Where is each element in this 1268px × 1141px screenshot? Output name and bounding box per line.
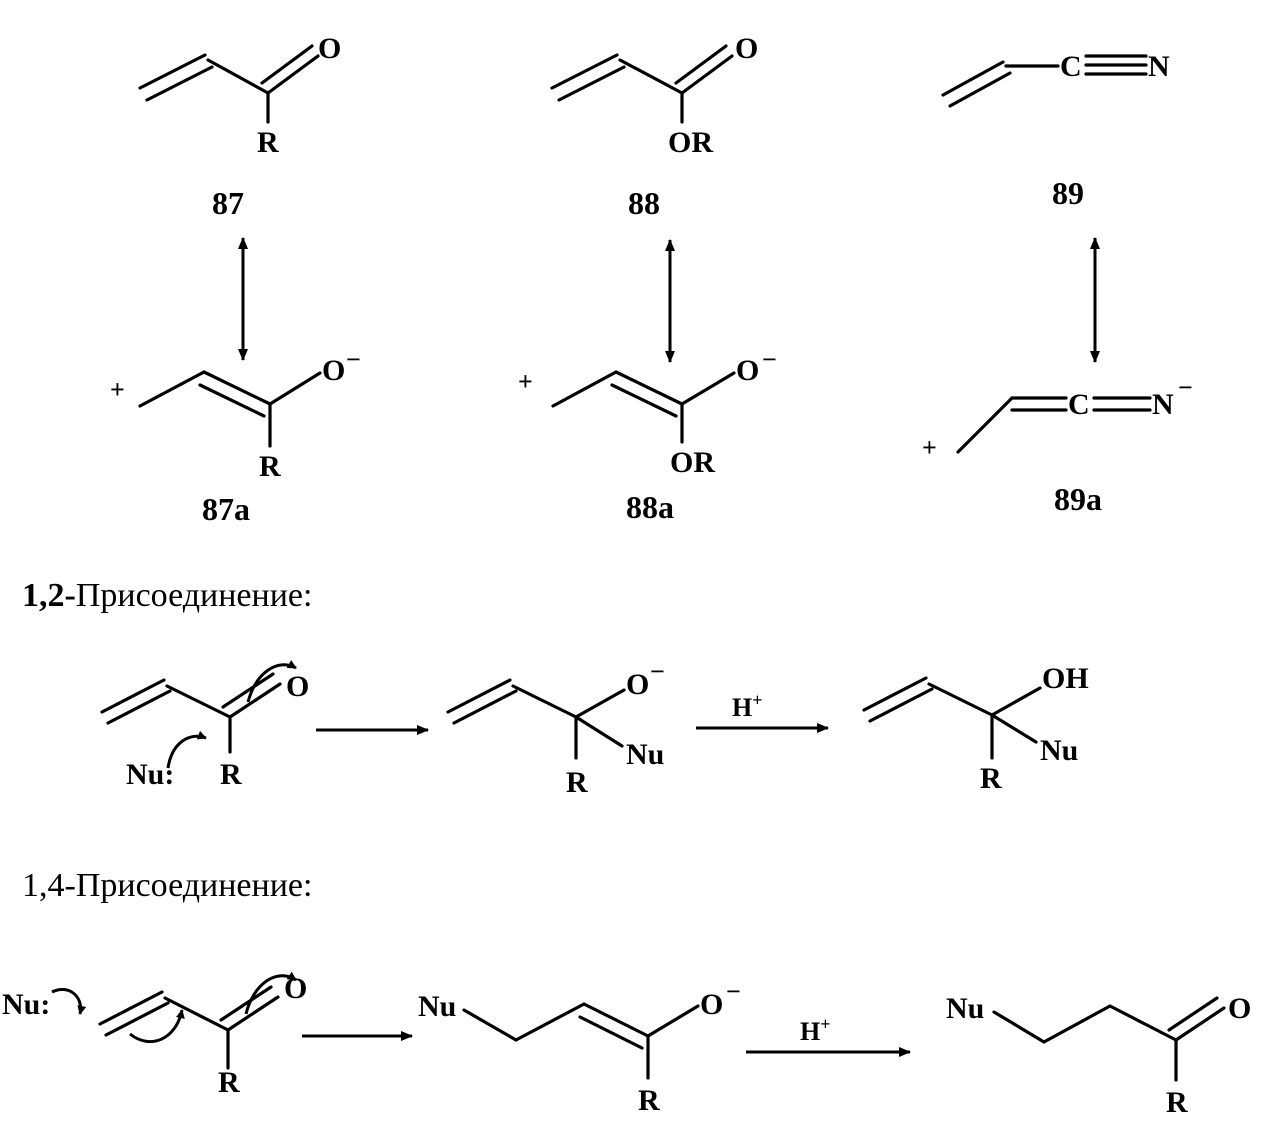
oxygen-label: O (1228, 992, 1251, 1025)
compound-number: 88 (628, 185, 660, 221)
alkoxide-intermediate-12: O − Nu R (446, 657, 665, 799)
curved-arrow (244, 971, 297, 1015)
nucleophile-label: Nu: (2, 988, 50, 1021)
oxygen-label: O (318, 32, 341, 65)
section-heading-12: 1,2-Присоединение: (22, 577, 312, 614)
nitrogen-label: N (1152, 388, 1174, 421)
alcohol-product-12: OH Nu R (862, 662, 1089, 795)
nucleophile-label: Nu (1040, 734, 1078, 767)
substituent-label: R (220, 758, 242, 791)
compound-number: 89 (1052, 175, 1084, 211)
compound-number: 87a (202, 491, 250, 527)
curved-arrow (166, 730, 207, 769)
compound-number: 87 (212, 185, 244, 221)
plus-charge: + (922, 433, 937, 462)
reagent-label: H+ (732, 690, 763, 722)
oxygen-label: O (322, 354, 345, 387)
substituent-label: R (1166, 1086, 1188, 1119)
compound-87a: + O − R 87a (110, 345, 361, 527)
compound-number: 88a (626, 489, 674, 525)
substituent-label: R (566, 766, 588, 799)
plus-charge: + (518, 367, 533, 396)
enone-start-14: Nu: O R (2, 971, 307, 1099)
minus-charge: − (762, 345, 777, 374)
enolate-intermediate-14: Nu O − R (418, 977, 741, 1117)
nucleophile-label: Nu (418, 990, 456, 1023)
minus-charge: − (1178, 373, 1193, 402)
carbon-label: C (1060, 50, 1082, 83)
nucleophile-label: Nu: (126, 758, 174, 791)
oxygen-label: O (735, 32, 758, 65)
compound-89a: + C N − 89a (922, 373, 1193, 517)
oxygen-label: O (286, 670, 309, 703)
compound-88a: + O − OR 88a (518, 345, 777, 525)
oxygen-label: O (736, 354, 759, 387)
oxygen-label: O (626, 668, 649, 701)
compound-88: O OR 88 (550, 32, 758, 221)
substituent-label: OR (668, 126, 713, 159)
enone-start-12: O R Nu: (100, 660, 309, 791)
section-heading-14: 1,4-Присоединение: (22, 867, 312, 904)
substituent-label: R (638, 1084, 660, 1117)
compound-89: C N 89 (941, 50, 1170, 211)
nitrogen-label: N (1148, 50, 1170, 83)
curved-arrow (246, 660, 297, 703)
substituent-label: R (259, 450, 281, 483)
plus-charge: + (110, 375, 125, 404)
nucleophile-label: Nu (626, 738, 664, 771)
ketone-product-14: Nu O R (946, 992, 1251, 1119)
nucleophile-label: Nu (946, 992, 984, 1025)
substituent-label: OR (670, 446, 715, 479)
curved-arrow (51, 988, 87, 1015)
oxygen-label: O (700, 988, 723, 1021)
substituent-label: R (257, 126, 279, 159)
compound-number: 89a (1054, 481, 1102, 517)
minus-charge: − (650, 657, 665, 686)
substituent-label: R (980, 762, 1002, 795)
hydroxyl-label: OH (1042, 662, 1089, 695)
minus-charge: − (346, 345, 361, 374)
minus-charge: − (726, 977, 741, 1006)
reagent-label: H+ (800, 1014, 831, 1046)
compound-87: O R 87 (138, 32, 341, 221)
carbon-label: C (1068, 388, 1090, 421)
substituent-label: R (218, 1066, 240, 1099)
curved-arrow (129, 1009, 185, 1044)
